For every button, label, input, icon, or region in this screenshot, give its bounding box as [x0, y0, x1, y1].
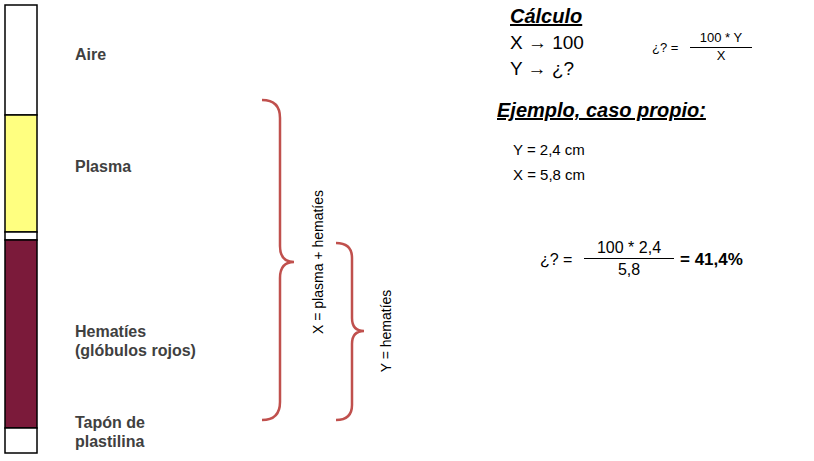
buffy-band: [5, 232, 37, 240]
result-value: = 41,4%: [680, 250, 743, 270]
band-label: Aire: [75, 45, 106, 64]
y-bracket: [336, 243, 364, 420]
red-cell-band: [5, 240, 37, 428]
fraction-numerator: 100 * Y: [690, 30, 752, 48]
fraction-denominator: 5,8: [584, 260, 674, 279]
value-line: X = 5,8 cm: [513, 166, 585, 184]
section-heading: Ejemplo, caso propio:: [497, 98, 706, 122]
plasma-band: [5, 115, 37, 232]
fraction-numerator: 100 * 2,4: [584, 238, 674, 259]
band-label: Plasma: [75, 157, 131, 176]
air-band: [5, 5, 37, 115]
bracket-label: X = plasma + hematíes: [310, 190, 327, 334]
formula-text: ¿? =: [540, 250, 572, 269]
fraction-denominator: X: [690, 48, 752, 64]
band-label: Hematíes (glóbulos rojos): [75, 322, 220, 360]
formula-text: ¿? =: [652, 40, 678, 56]
section-heading: Cálculo: [510, 4, 582, 28]
rule-line: X → 100: [510, 32, 584, 55]
plug-band: [5, 428, 37, 453]
value-line: Y = 2,4 cm: [513, 141, 585, 159]
band-label: Tapón de plastilina: [75, 413, 165, 451]
bracket-label: Y = hematíes: [378, 290, 395, 373]
x-bracket: [262, 100, 294, 420]
rule-line: Y → ¿?: [510, 58, 574, 81]
